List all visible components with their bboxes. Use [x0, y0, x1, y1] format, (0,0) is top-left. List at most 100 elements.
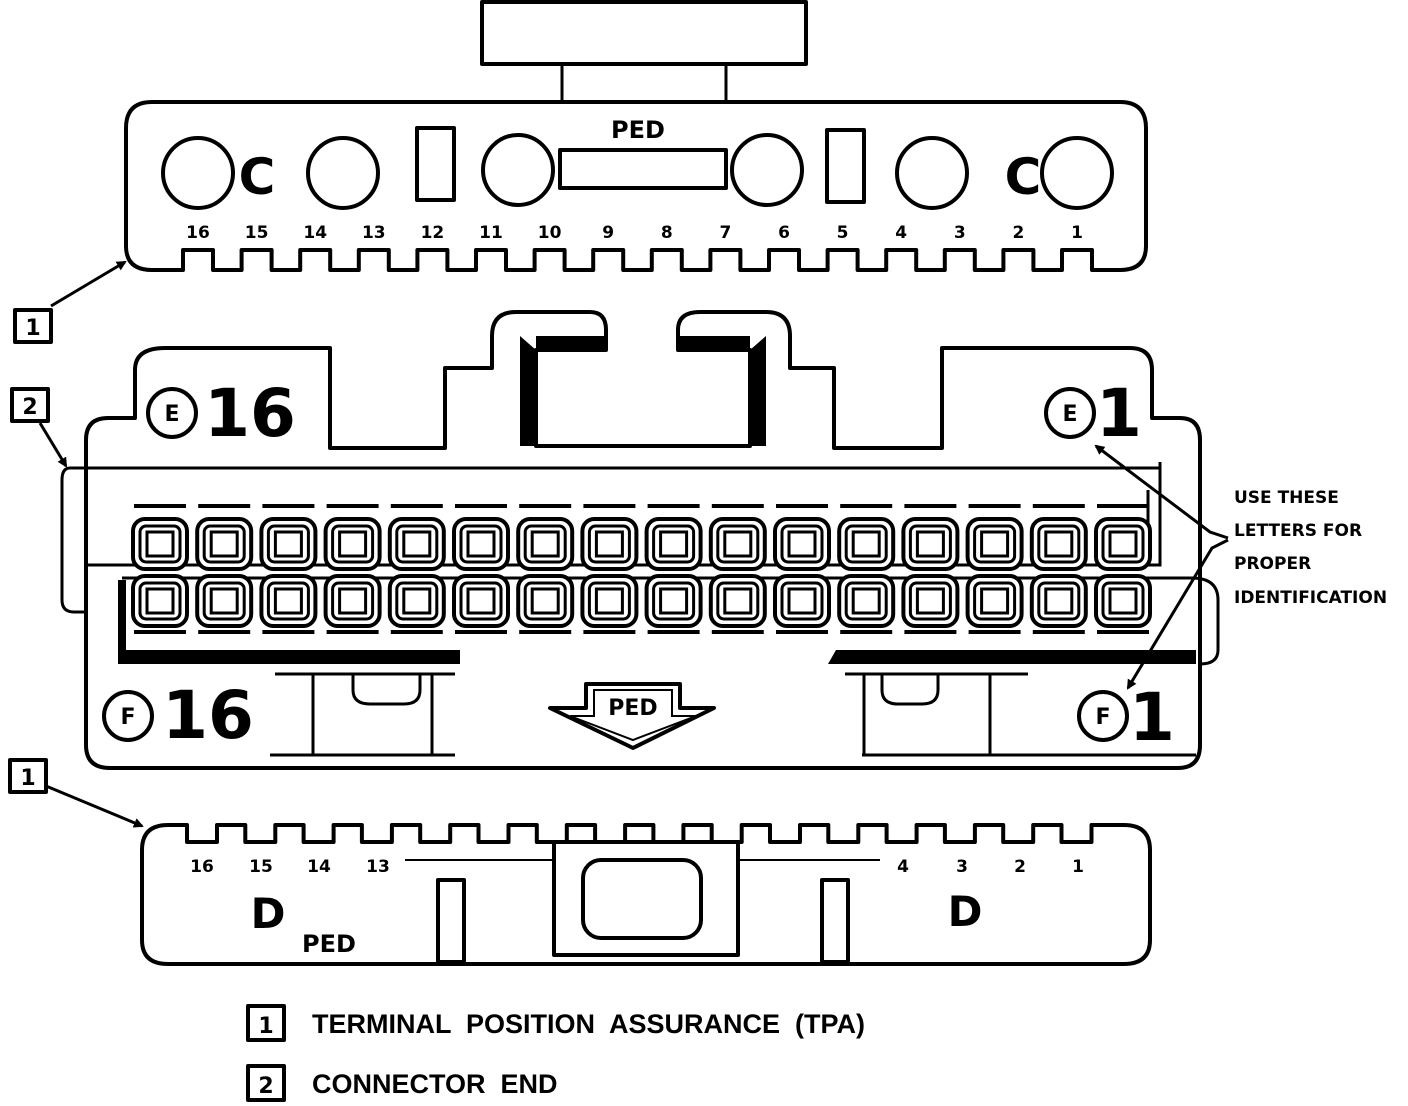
cavity-ring [844, 524, 888, 564]
note-line: PROPER [1234, 554, 1311, 574]
cavity-terminal [273, 530, 303, 558]
legend-box [246, 1064, 286, 1102]
e-circle-right [1044, 387, 1096, 439]
cavity-ring [587, 524, 631, 564]
cavity-terminal [851, 587, 881, 615]
cavity-terminal [402, 587, 432, 615]
note-line: IDENTIFICATION [1234, 588, 1387, 608]
cavity-terminal [530, 587, 560, 615]
round-cavity [895, 136, 969, 210]
cavity-terminal [338, 530, 368, 558]
cavity-terminal [723, 530, 753, 558]
cavity-ring [844, 581, 888, 621]
bottom-pin-number: 1 [1072, 857, 1084, 877]
cavity-terminal [466, 530, 496, 558]
legend-num: 2 [258, 1074, 273, 1099]
e-circle-left [146, 387, 198, 439]
callout-1-top-label: 1 [25, 316, 40, 341]
terminal-cavities [131, 504, 1152, 634]
cavity-ring [1101, 524, 1145, 564]
cavity-terminal [1108, 530, 1138, 558]
cavity-terminal [145, 530, 175, 558]
cavity-terminal [530, 530, 560, 558]
cavity-ring [780, 524, 824, 564]
cavity-terminal [209, 530, 239, 558]
arrow-ped-label: PED [608, 696, 657, 721]
ped-slot [558, 148, 728, 190]
legend-box [246, 1004, 286, 1042]
cavity-ring [523, 581, 567, 621]
cavity-terminal [915, 530, 945, 558]
cavity-ring [395, 524, 439, 564]
bottom-pin-number: 15 [249, 857, 273, 877]
bottom-pin-number: 3 [956, 857, 968, 877]
cavity-ring [331, 581, 375, 621]
legend-text: CONNECTOR END [312, 1069, 558, 1099]
bottom-pin-number: 16 [190, 857, 214, 877]
f-circle-right [1077, 690, 1129, 742]
cavity-ring [138, 581, 182, 621]
round-cavity [306, 136, 380, 210]
note-line: USE THESE [1234, 488, 1339, 508]
cavity-ring [652, 524, 696, 564]
cavity-terminal [209, 587, 239, 615]
cavity-ring [973, 581, 1017, 621]
cavity-terminal [980, 587, 1010, 615]
cavity-terminal [594, 530, 624, 558]
cavity-terminal [787, 530, 817, 558]
callout-1-bottom: 1 [8, 758, 144, 828]
callout-1-bottom-label: 1 [20, 766, 35, 791]
bottom-pin-number: 13 [366, 857, 390, 877]
cavity-terminal [659, 587, 689, 615]
cavity-ring [716, 581, 760, 621]
f-letter-left: F [120, 705, 135, 730]
cavity-ring [652, 581, 696, 621]
cavity-ring [780, 581, 824, 621]
callout-2-label: 2 [22, 395, 37, 420]
cavity-ring [266, 581, 310, 621]
e-number-right: 1 [1096, 375, 1142, 452]
top-pin-number: 14 [303, 223, 327, 243]
f-number-left: 16 [162, 677, 254, 754]
cavity-ring [459, 581, 503, 621]
top-pin-number: 11 [479, 223, 503, 243]
f-circle-left [102, 690, 154, 742]
c-letter-left: C [239, 148, 276, 206]
bottom-pin-number: 2 [1014, 857, 1026, 877]
cavity-ring [395, 581, 439, 621]
top-pin-number: 12 [421, 223, 445, 243]
legend: 1 TERMINAL POSITION ASSURANCE (TPA) 2 CO… [246, 1004, 865, 1102]
cavity-ring [331, 524, 375, 564]
round-cavity [481, 133, 555, 207]
cavity-terminal [1044, 530, 1074, 558]
cavity-terminal [659, 530, 689, 558]
cavity-ring [202, 524, 246, 564]
top-ped-label: PED [611, 116, 665, 144]
cavity-terminal [145, 587, 175, 615]
round-cavity [161, 136, 235, 210]
center-window [581, 858, 703, 940]
bottom-pin-number: 14 [307, 857, 331, 877]
legend-num: 1 [258, 1014, 273, 1039]
cavity-terminal [787, 587, 817, 615]
c-letter-right: C [1005, 148, 1042, 206]
cavity-ring [1037, 524, 1081, 564]
rect-cavity [825, 128, 866, 204]
top-pin-number: 7 [719, 223, 731, 243]
d-left-ped-label: PED [302, 930, 356, 958]
e-number-left: 16 [204, 375, 296, 452]
top-pin-number: 8 [661, 223, 673, 243]
cavity-ring [1037, 581, 1081, 621]
rect-cavity [415, 126, 456, 202]
top-pin-number: 16 [186, 223, 210, 243]
cavity-ring [459, 524, 503, 564]
identification-note: USE THESE LETTERS FOR PROPER IDENTIFICAT… [1094, 444, 1387, 690]
cavity-ring [908, 524, 952, 564]
top-pin-number: 6 [778, 223, 790, 243]
cavity-terminal [402, 530, 432, 558]
cavity-ring [587, 581, 631, 621]
